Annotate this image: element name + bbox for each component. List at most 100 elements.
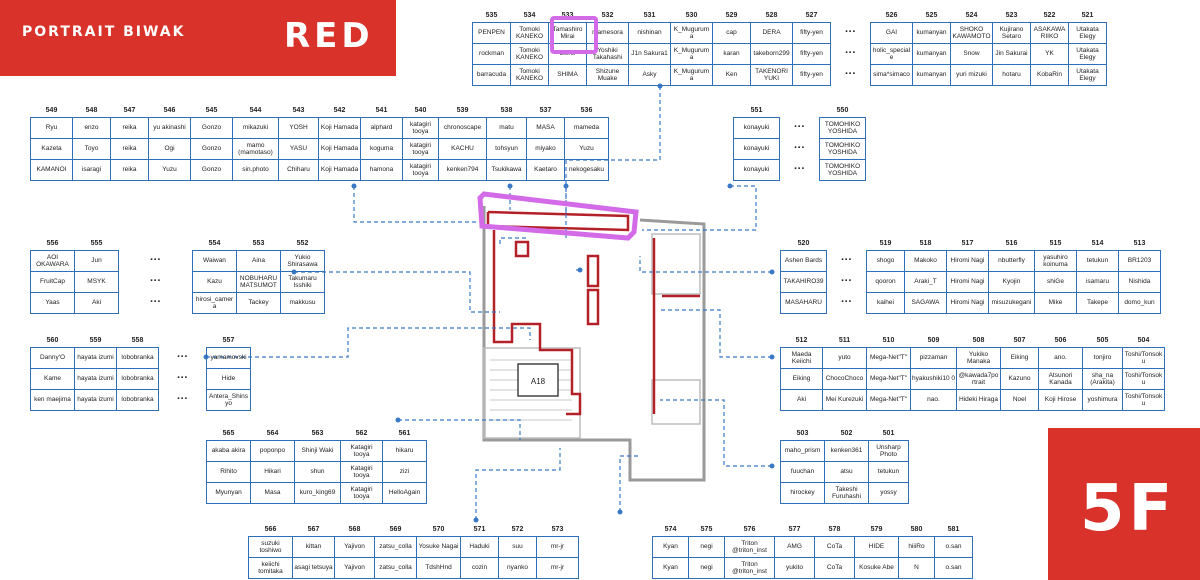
exhibitor-cell: kaihei <box>866 292 905 314</box>
booth-number: 557 <box>222 336 235 344</box>
exhibitor-cell: yasuhiro koinuma <box>1034 250 1077 272</box>
exhibitor-cell: Rihito <box>206 461 251 483</box>
exhibitor-cell: AOI OKAWARA <box>30 250 75 272</box>
exhibitor-cell: Yuzu <box>564 138 609 160</box>
booth-number: 551 <box>750 106 763 114</box>
booth-number: 568 <box>348 525 361 533</box>
exhibitor-cell: atsu <box>824 461 869 483</box>
exhibitor-cell: ChocoChoco <box>822 368 867 390</box>
exhibitor-cell: Gonzo <box>190 117 233 139</box>
ellipsis-gap: ··· <box>150 296 161 309</box>
exhibitor-cell: Hideki Hiraga <box>956 389 1001 411</box>
exhibitor-cell: Hikari <box>250 461 295 483</box>
ellipsis-gap: ··· <box>177 372 188 385</box>
exhibitor-cell: hotaru <box>992 64 1031 86</box>
booth-number: 553 <box>252 239 265 247</box>
exhibitor-cell: MASAHARU <box>780 292 827 314</box>
booth-number: 559 <box>89 336 102 344</box>
exhibitor-cell: Aina <box>236 250 281 272</box>
exhibitor-cell: reika <box>110 117 149 139</box>
booth-number: 523 <box>1005 11 1018 19</box>
exhibitor-cell: koguma <box>360 138 403 160</box>
exhibitor-cell: Yukiko Manaka <box>956 347 1001 369</box>
exhibitor-cell: fifty-yen <box>792 22 831 44</box>
exhibitor-cell: yuri mizuki <box>950 64 993 86</box>
ellipsis-gap: ··· <box>794 163 805 176</box>
booth-number: 521 <box>1081 11 1094 19</box>
exhibitor-cell: konayuki <box>733 138 780 160</box>
exhibitor-cell: DERA <box>750 22 793 44</box>
exhibitor-cell: takeborn299 <box>750 43 793 65</box>
exhibitor-cell: Kazuno <box>1000 368 1039 390</box>
booth-number: 543 <box>292 106 305 114</box>
exhibitor-cell: miyako <box>526 138 565 160</box>
ellipsis-gap: ··· <box>845 47 856 60</box>
booth-number <box>119 236 193 251</box>
exhibitor-cell: kuro_king69 <box>294 482 341 504</box>
leader-lines <box>206 86 772 520</box>
exhibitor-cell: Hiromi Nagi <box>946 292 989 314</box>
exhibitor-cell: sin.photo <box>232 159 279 181</box>
exhibitor-cell: Antera_Shins yo <box>206 389 251 411</box>
exhibitor-cell: Maeda Keiichi <box>780 347 823 369</box>
floor-label: 5F <box>1080 472 1177 546</box>
booth-number: 542 <box>333 106 346 114</box>
room-label: A18 <box>531 377 546 386</box>
exhibitor-cell: sima*simaco <box>870 64 913 86</box>
exhibitor-cell: Kazu <box>192 271 237 293</box>
exhibitor-cell: Triton @triton_inst <box>724 536 775 558</box>
exhibitor-cell: Jin Sakurai <box>992 43 1031 65</box>
exhibitor-cell: ASAKAWA RIIKO <box>1030 22 1069 44</box>
exhibitor-cell: Takeshi Furuhashi <box>824 482 869 504</box>
exhibitor-cell: mamo (mamotaso) <box>232 138 279 160</box>
exhibitor-cell: Unsharp Photo <box>868 440 909 462</box>
ellipsis-gap: ··· <box>841 254 852 267</box>
booth-number <box>827 236 867 251</box>
booth-number: 556 <box>46 239 59 247</box>
booth-number: 505 <box>1096 336 1109 344</box>
booth-number: 506 <box>1054 336 1067 344</box>
exhibitor-cell: Aki <box>74 292 119 314</box>
booth-number: 544 <box>249 106 262 114</box>
booth-number: 503 <box>796 429 809 437</box>
exhibitor-cell: Katagiri tooya <box>340 440 383 462</box>
booth-number: 513 <box>1133 239 1146 247</box>
exhibitor-cell: Mega-Net"T" <box>866 347 911 369</box>
booth-number: 555 <box>90 239 103 247</box>
exhibitor-cell: kittan <box>292 536 335 558</box>
booth-number: 502 <box>840 429 853 437</box>
exhibitor-cell: suu <box>498 536 537 558</box>
exhibitor-cell: Gonzo <box>190 138 233 160</box>
exhibitor-cell: kenken794 <box>438 159 487 181</box>
elevator-box: A18 <box>517 363 559 397</box>
exhibitor-cell: Atsunori Kanada <box>1038 368 1083 390</box>
exhibitor-cell: Kyan <box>652 536 689 558</box>
exhibitor-cell: lobobranka <box>116 389 159 411</box>
exhibitor-cell: TdshHnd <box>416 557 461 579</box>
booth-number: 546 <box>163 106 176 114</box>
exhibitor-cell: Jun <box>74 250 119 272</box>
exhibitor-cell: Utakata Elegy <box>1068 43 1107 65</box>
exhibitor-cell: Hiromi Nagi <box>946 271 989 293</box>
ellipsis-gap: ··· <box>845 68 856 81</box>
exhibitor-cell: yuto <box>822 347 867 369</box>
exhibitor-cell: tetukun <box>868 461 909 483</box>
exhibitor-cell: hayata izumi <box>74 389 117 411</box>
booth-number: 511 <box>838 336 851 344</box>
exhibitor-cell: MSYK <box>74 271 119 293</box>
booth-number: 540 <box>414 106 427 114</box>
booth-number: 531 <box>643 11 656 19</box>
exhibitor-cell: Kyojin <box>988 271 1035 293</box>
